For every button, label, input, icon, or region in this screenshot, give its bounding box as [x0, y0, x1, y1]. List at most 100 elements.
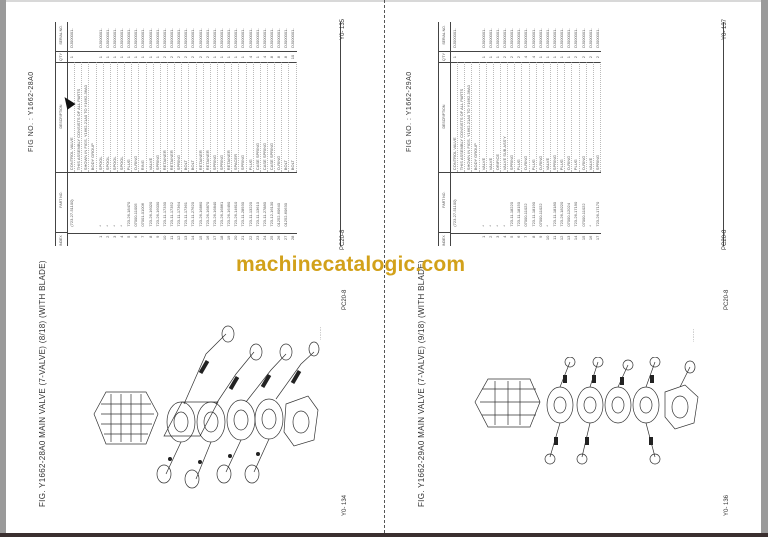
index-cell: 3: [110, 232, 118, 246]
serial-cell: DJ000001-: [487, 28, 493, 48]
part-no-cell: 723-26-18470: [125, 172, 133, 233]
fig-number: FIG NO. : Y1662-29A0: [406, 71, 413, 152]
index-cell: 11: [550, 232, 559, 246]
part-no-cell: 723-11-18220: [508, 172, 516, 233]
part-no-cell: (723-27-51100): [451, 172, 459, 233]
figure-caption: FIG. Y1662-28A0 MAIN VALVE (7-VALVE) (8/…: [38, 260, 47, 507]
description-cell: BODY GROUP: [472, 62, 480, 173]
part-no-cell: 723-26-16840: [210, 172, 218, 233]
serial-cell: DJ000001-: [126, 28, 132, 48]
serial-cell: DJ000001-: [118, 28, 124, 48]
parts-table: INDEX PART NO. DESCRIPTION Q'TY SERIAL N…: [438, 22, 724, 246]
index-cell: 7: [139, 232, 147, 246]
description-cell: SPRING: [217, 62, 226, 173]
qty-cell: 2: [500, 50, 509, 63]
description-cell: VALVE SUB ASS'Y: [500, 62, 509, 173]
index-cell: [68, 232, 76, 246]
description-cell: SPOOL: [103, 62, 111, 173]
serial-cell: DJ000001-: [544, 28, 550, 48]
part-no-cell: 723-11-17330: [160, 172, 168, 233]
description-cell: RETAINER: [196, 62, 204, 173]
description-cell: SPRING: [210, 62, 218, 173]
serial-cell: DJ000001-: [594, 28, 600, 48]
index-cell: 13: [565, 232, 573, 246]
qty-cell: [75, 50, 83, 63]
index-cell: 13: [182, 232, 190, 246]
header-qty: Q'TY: [439, 50, 450, 63]
index-cell: [458, 232, 466, 246]
serial-cell: DJ000001-: [580, 28, 586, 48]
description-cell: SHOWN IN FIGS. Y1662-21A0 TO Y1662-36A0: [82, 62, 90, 173]
qty-cell: 1: [117, 50, 126, 63]
viewer-bottom-edge: [0, 533, 768, 537]
serial-cell: DJ000001-: [111, 28, 117, 48]
qty-cell: 1: [536, 50, 544, 63]
index-cell: 6: [515, 232, 523, 246]
index-cell: 2: [103, 232, 111, 246]
index-cell: 4: [500, 232, 509, 246]
description-cell: SPOOL: [96, 62, 104, 173]
page-divider: [384, 0, 385, 533]
index-cell: 26: [275, 232, 283, 246]
figure-caption: FIG. Y1662-29A0 MAIN VALVE (7-VALVE) (9/…: [417, 260, 426, 507]
header-part-no: PART NO.: [439, 171, 450, 233]
left-page: FIG NO. : Y1662-28A0 INDEX PART NO. DESC…: [6, 2, 384, 533]
part-no-cell: 723-11-18150: [515, 172, 523, 233]
description-cell: O-RING: [275, 62, 283, 173]
header-qty: Q'TY: [56, 50, 67, 63]
index-cell: 14: [572, 232, 580, 246]
qty-cell: 4: [260, 50, 268, 63]
part-no-cell: 07000-12024: [565, 172, 573, 233]
qty-cell: 1: [493, 50, 501, 63]
index-cell: 18: [217, 232, 226, 246]
qty-cell: 1: [139, 50, 147, 63]
serial-cell: DJ000001-: [509, 28, 515, 48]
qty-cell: 1: [153, 50, 161, 63]
description-cell: RETAINER: [225, 62, 233, 173]
right-page: FIG NO. : Y1662-29A0 INDEX PART NO. DESC…: [385, 2, 761, 533]
description-cell: PLUG: [246, 62, 254, 173]
qty-cell: 2: [586, 50, 594, 63]
part-no-cell: 723-11-13610: [253, 172, 261, 233]
part-no-cell: 723-26-16490: [225, 172, 233, 233]
part-no-cell: 723-26-17190: [572, 172, 580, 233]
part-no-cell: 723-26-18220: [558, 172, 566, 233]
part-no-cell: [472, 172, 480, 233]
qty-cell: 1: [253, 50, 261, 63]
qty-cell: 4: [529, 50, 537, 63]
index-cell: 19: [225, 232, 233, 246]
description-cell: BOLT: [182, 62, 190, 173]
qty-cell: 1: [68, 50, 76, 63]
description-cell: CASE SPRING: [253, 62, 261, 173]
serial-cell: [89, 22, 96, 51]
part-no-cell: 723-11-18190: [529, 172, 537, 233]
description-cell: VALVE: [543, 62, 551, 173]
description-cell: THIS ASSEMBLY CONSISTS OF ALL PARTS: [75, 62, 83, 173]
qty-cell: 1: [232, 50, 240, 63]
qty-cell: 2: [508, 50, 516, 63]
qty-cell: 1: [558, 50, 566, 63]
serial-cell: DJ000001-: [573, 28, 579, 48]
description-cell: CONTROL VALVE: [68, 62, 76, 173]
table-row: BODY GROUP: [89, 22, 97, 246]
qty-cell: 2: [167, 50, 176, 63]
